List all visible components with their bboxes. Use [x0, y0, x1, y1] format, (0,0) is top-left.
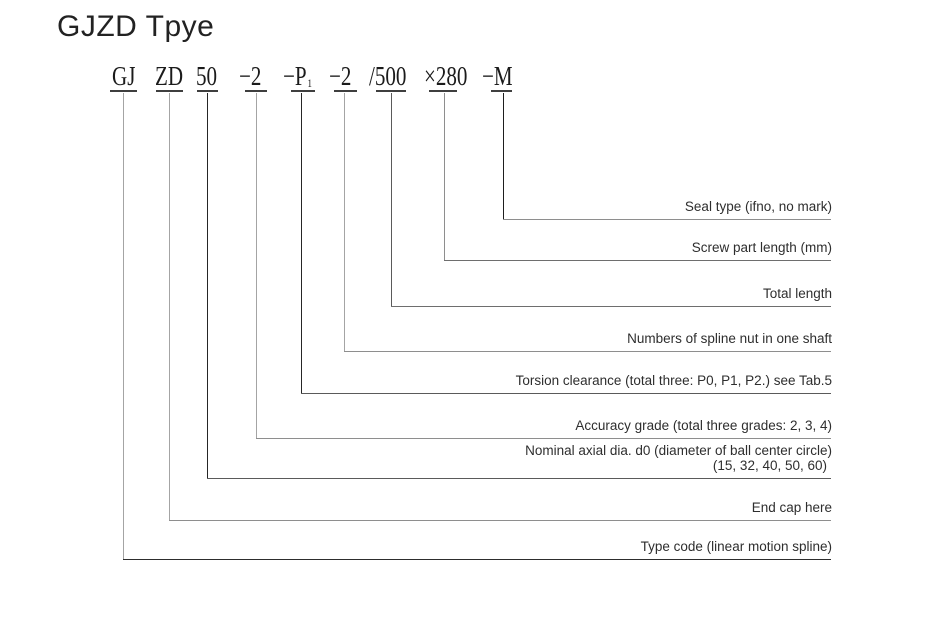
code-underline: [197, 90, 218, 92]
leader-vertical-line: [503, 93, 504, 220]
leader-horizontal-line: [207, 478, 831, 479]
leader-vertical-line: [344, 93, 345, 352]
segment-description: Nominal axial dia. d0 (diameter of ball …: [525, 443, 832, 473]
leader-horizontal-line: [256, 438, 831, 439]
segment-description-line: (15, 32, 40, 50, 60): [712, 458, 827, 473]
segment-description-line: Torsion clearance (total three: P0, P1, …: [515, 373, 832, 388]
code-subscript: 1: [307, 76, 313, 90]
leader-horizontal-line: [391, 306, 831, 307]
segment-description-line: Accuracy grade (total three grades: 2, 3…: [575, 418, 832, 433]
leader-vertical-line: [301, 93, 302, 394]
code-underline: [110, 90, 137, 92]
code-underline: [429, 90, 457, 92]
code-segment-text: /500: [369, 61, 407, 91]
segment-description: Torsion clearance (total three: P0, P1, …: [516, 373, 832, 388]
segment-description: Type code (linear motion spline): [641, 539, 832, 554]
leader-vertical-line: [256, 93, 257, 439]
leader-vertical-line: [444, 93, 445, 261]
segment-description-line: Total length: [762, 286, 832, 301]
leader-horizontal-line: [503, 219, 831, 220]
segment-description-line: Screw part length (mm): [691, 240, 832, 255]
leader-horizontal-line: [444, 260, 831, 261]
segment-description: End cap here: [752, 500, 832, 515]
code-segment-text: ZD: [155, 61, 184, 91]
page-title: GJZD Tpye: [57, 10, 215, 43]
leader-horizontal-line: [123, 559, 831, 560]
segment-description-line: Seal type (ifno, no mark): [684, 199, 832, 214]
code-underline: [156, 90, 183, 92]
leader-vertical-line: [207, 93, 208, 479]
leader-vertical-line: [169, 93, 170, 521]
code-segment-text: −P1: [283, 61, 313, 91]
segment-description-line: End cap here: [751, 500, 832, 515]
segment-description-line: Numbers of spline nut in one shaft: [627, 331, 832, 346]
code-underline: [491, 90, 512, 92]
code-segment-text: −M: [482, 61, 513, 91]
code-underline: [376, 90, 406, 92]
leader-horizontal-line: [301, 393, 831, 394]
leader-vertical-line: [123, 93, 124, 560]
leader-horizontal-line: [344, 351, 831, 352]
segment-description: Total length: [763, 286, 832, 301]
code-segment-text: 50: [196, 61, 218, 91]
code-underline: [291, 90, 315, 92]
segment-description: Accuracy grade (total three grades: 2, 3…: [575, 418, 832, 433]
code-underline: [245, 90, 267, 92]
leader-vertical-line: [391, 93, 392, 307]
code-segment-text: −2: [239, 61, 262, 91]
segment-description-line: Type code (linear motion spline): [640, 539, 832, 554]
segment-description: Seal type (ifno, no mark): [685, 199, 832, 214]
code-segment-text: GJ: [112, 61, 136, 91]
segment-description-line: Nominal axial dia. d0 (diameter of ball …: [525, 443, 832, 458]
leader-horizontal-line: [169, 520, 831, 521]
code-segment-text: ×280: [424, 61, 468, 91]
segment-description: Numbers of spline nut in one shaft: [627, 331, 832, 346]
segment-description: Screw part length (mm): [692, 240, 832, 255]
code-underline: [334, 90, 357, 92]
code-segment-text: −2: [329, 61, 352, 91]
